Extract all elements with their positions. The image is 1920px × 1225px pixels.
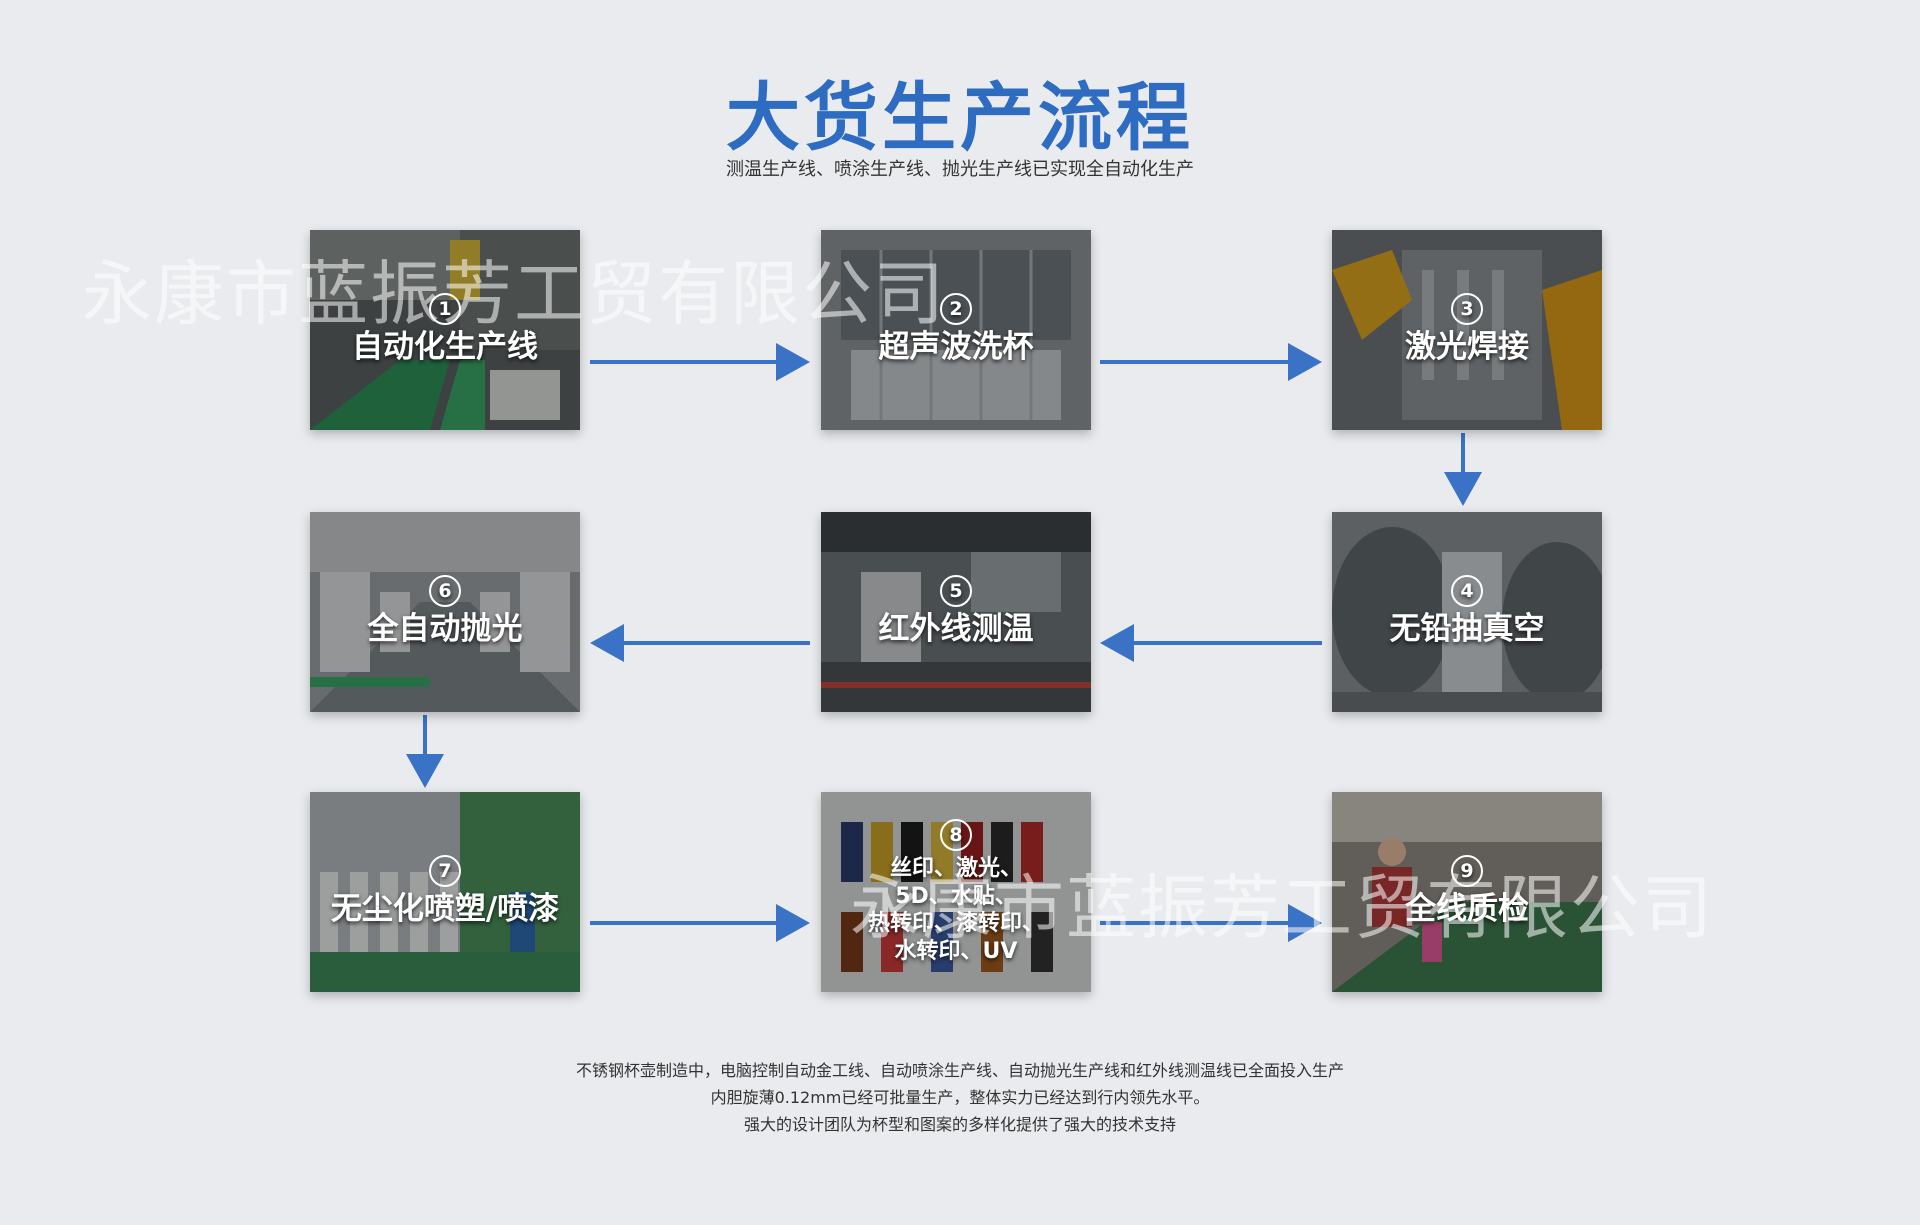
step-5-card: 5 红外线测温 (821, 512, 1091, 712)
step-8-label: 丝印、激光、 5D、水贴、 热转印、漆转印、 水转印、UV (868, 855, 1044, 965)
step-2-number: 2 (940, 293, 972, 326)
step-4-number: 4 (1451, 575, 1483, 608)
step-8-label-line: 热转印、漆转印、 (867, 911, 1044, 936)
step-7-number: 7 (429, 855, 461, 888)
step-1-photo (310, 230, 580, 430)
step-6-label: 全自动抛光 (367, 611, 523, 648)
step-2-photo (821, 230, 1091, 430)
step-9-label: 全线质检 (1405, 891, 1529, 928)
page-subtitle: 测温生产线、喷涂生产线、抛光生产线已实现全自动化生产 (726, 159, 1194, 180)
step-8-photo (821, 792, 1091, 992)
step-4-label: 无铅抽真空 (1389, 611, 1545, 648)
step-7-photo (310, 792, 580, 992)
step-8-label-line: 丝印、激光、 (889, 856, 1022, 881)
step-3-card: 3 激光焊接 (1332, 230, 1602, 430)
footer-line: 强大的设计团队为杯型和图案的多样化提供了强大的技术支持 (743, 1115, 1176, 1134)
step-1-label: 自动化生产线 (352, 329, 538, 366)
step-9-number: 9 (1451, 855, 1483, 888)
step-8-card: 8 丝印、激光、 5D、水贴、 热转印、漆转印、 水转印、UV (821, 792, 1091, 992)
step-5-photo (821, 512, 1091, 712)
step-1-card: 1 自动化生产线 (310, 230, 580, 430)
step-5-label: 红外线测温 (878, 611, 1034, 648)
footer-line: 不锈钢杯壶制造中，电脑控制自动金工线、自动喷涂生产线、自动抛光生产线和红外线测温… (575, 1061, 1344, 1080)
step-8-number: 8 (940, 819, 972, 851)
step-3-label: 激光焊接 (1405, 329, 1529, 366)
step-4-card: 4 无铅抽真空 (1332, 512, 1602, 712)
footer-line: 内胆旋薄0.12mm已经可批量生产，整体实力已经达到行内领先水平。 (710, 1088, 1210, 1107)
step-9-photo (1332, 792, 1602, 992)
step-8-label-line: 5D、水贴、 (895, 883, 1017, 909)
step-6-number: 6 (429, 575, 461, 608)
step-6-card: 6 全自动抛光 (310, 512, 580, 712)
step-1-number: 1 (429, 293, 461, 326)
step-3-photo (1332, 230, 1602, 430)
footer-description: 不锈钢杯壶制造中，电脑控制自动金工线、自动喷涂生产线、自动抛光生产线和红外线测温… (0, 1057, 1920, 1138)
step-2-label: 超声波洗杯 (878, 329, 1034, 366)
step-6-photo (310, 512, 580, 712)
step-7-card: 7 无尘化喷塑/喷漆 (310, 792, 580, 992)
step-2-card: 2 超声波洗杯 (821, 230, 1091, 430)
step-3-number: 3 (1451, 293, 1483, 326)
step-8-label-line: 水转印、UV (894, 938, 1018, 964)
step-9-card: 9 全线质检 (1332, 792, 1602, 992)
step-7-label: 无尘化喷塑/喷漆 (330, 891, 560, 928)
step-5-number: 5 (940, 575, 972, 608)
page-title: 大货生产流程 (726, 75, 1194, 161)
